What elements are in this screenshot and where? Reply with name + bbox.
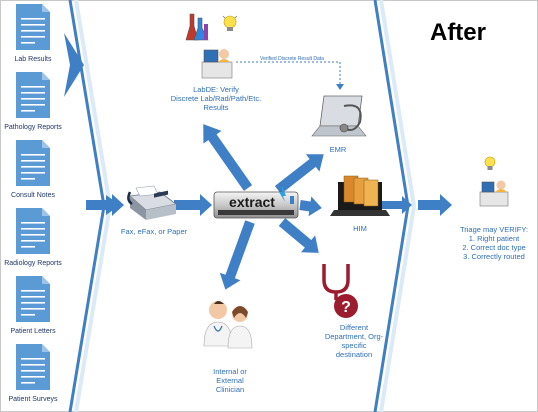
triage-line: Triage may VERIFY: <box>460 225 528 234</box>
labde-line: LabDE: Verify <box>193 85 239 94</box>
document-label: Patient Letters <box>10 328 56 335</box>
emr-laptop-icon <box>311 95 367 137</box>
arrow-to-department <box>278 218 319 253</box>
document-icon <box>16 208 50 254</box>
document-label: Patient Surveys <box>8 396 58 403</box>
arrow-to-him <box>299 196 322 217</box>
svg-text:?: ? <box>341 299 351 316</box>
verified-data-label: Verified Discrete Result Data <box>260 56 324 62</box>
document-icon <box>16 140 50 186</box>
after-title: After <box>430 19 486 46</box>
document-item: Patient Surveys <box>8 344 58 403</box>
clinician-line: Internal or <box>213 367 247 376</box>
document-arrows <box>64 33 120 215</box>
him-laptop-icon <box>330 175 390 216</box>
verified-data-arrowhead <box>336 84 344 90</box>
arrow-docs-to-fax <box>90 194 124 216</box>
him-label: HIM <box>353 224 367 233</box>
document-label: Lab Results <box>15 56 52 63</box>
document-label: Consult Notes <box>11 192 55 199</box>
labde-line: Results <box>203 103 228 112</box>
arrow-to-emr <box>274 154 324 194</box>
document-label: Pathology Reports <box>4 124 62 131</box>
arrow-to-clinician <box>219 220 255 290</box>
fax-machine-icon <box>127 185 177 220</box>
document-item: Lab Results <box>15 4 52 63</box>
arrow-fax-to-extract <box>174 194 212 216</box>
triage-lightbulb-icon <box>484 156 496 170</box>
document-icon <box>16 344 50 390</box>
diagonal-arrows <box>203 124 324 290</box>
lab-flasks-icon <box>185 13 209 41</box>
verified-data-link <box>236 61 341 86</box>
lightbulb-icon <box>222 15 238 31</box>
document-icon <box>16 276 50 322</box>
fax-label: Fax, eFax, or Paper <box>121 227 188 236</box>
clinicians-icon <box>203 301 253 349</box>
right-chevron-band-glow <box>379 0 417 412</box>
document-icon <box>16 72 50 118</box>
document-item: Patient Letters <box>10 276 56 335</box>
department-line: Different <box>340 323 369 332</box>
document-item: Radiology Reports <box>4 208 62 267</box>
triage-line: 3. Correctly routed <box>463 252 525 261</box>
document-item: Pathology Reports <box>4 72 62 131</box>
arrow-into-band <box>382 196 412 214</box>
clinician-line: External <box>216 376 244 385</box>
extract-server: extract <box>213 186 299 219</box>
department-line: Department, Org- <box>325 332 384 341</box>
document-item: Consult Notes <box>11 140 55 199</box>
triage-workstation-icon <box>479 180 509 207</box>
verifier-workstation-icon <box>201 49 233 79</box>
arrow-to-triage <box>418 194 452 216</box>
department-line: destination <box>336 350 372 359</box>
arrow-to-labde <box>203 124 253 191</box>
clinician-line: Clinician <box>216 385 244 394</box>
triage-line: 2. Correct doc type <box>462 243 525 252</box>
department-line: specific <box>341 341 366 350</box>
extract-label: extract <box>229 194 275 210</box>
emr-label: EMR <box>330 145 347 154</box>
document-icon <box>16 4 50 50</box>
document-label: Radiology Reports <box>4 260 62 267</box>
triage-line: 1. Right patient <box>469 234 520 243</box>
flow-arrows <box>90 194 452 216</box>
lightning-icon <box>279 186 286 202</box>
labde-line: Discrete Lab/Rad/Path/Etc. <box>171 94 261 103</box>
department-stethoscope-icon: ? <box>322 264 358 318</box>
